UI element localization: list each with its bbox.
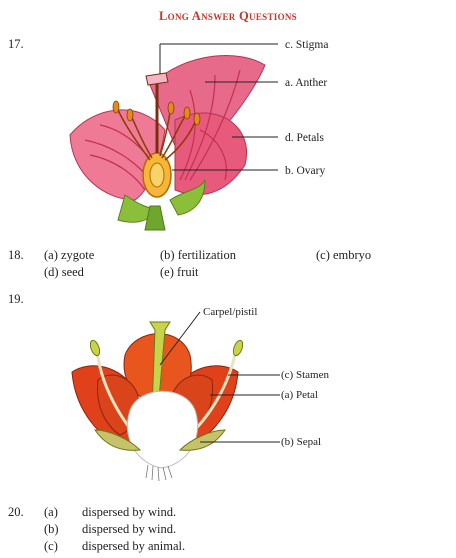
q18-item-b: (b) fertilization	[160, 248, 237, 262]
question-19-number: 19.	[8, 292, 24, 306]
q20-item-a-text: dispersed by wind.	[82, 505, 177, 519]
question-20-number: 20.	[8, 505, 24, 519]
label-anther: a. Anther	[285, 77, 327, 89]
q20-item-c: (c)	[44, 539, 58, 553]
label-stigma: c. Stigma	[285, 39, 328, 51]
label-petals: d. Petals	[285, 132, 324, 144]
q20-item-b-text: dispersed by wind.	[82, 522, 177, 536]
q18-item-d: (d) seed	[44, 265, 84, 279]
label-sepal: (b) Sepal	[281, 436, 321, 448]
q18-item-e: (e) fruit	[160, 265, 199, 279]
q20-item-a: (a)	[44, 505, 58, 519]
flower-diagram-17: c. Stigma a. Anther d. Petals b. Ovary	[69, 39, 328, 231]
label-carpel: Carpel/pistil	[203, 306, 257, 318]
flower-diagram-19: Carpel/pistil (c) Stamen (a) Petal (b) S…	[71, 306, 329, 482]
q20-item-b: (b)	[44, 522, 59, 536]
q18-item-c: (c) embryo	[316, 248, 372, 262]
section-heading: Long Answer Questions	[159, 9, 297, 23]
label-petal: (a) Petal	[281, 389, 318, 401]
label-stamen: (c) Stamen	[281, 369, 329, 381]
q18-item-a: (a) zygote	[44, 248, 95, 262]
label-ovary: b. Ovary	[285, 165, 325, 177]
question-18-number: 18.	[8, 248, 24, 262]
q20-item-c-text: dispersed by animal.	[82, 539, 186, 553]
question-17-number: 17.	[8, 37, 24, 51]
